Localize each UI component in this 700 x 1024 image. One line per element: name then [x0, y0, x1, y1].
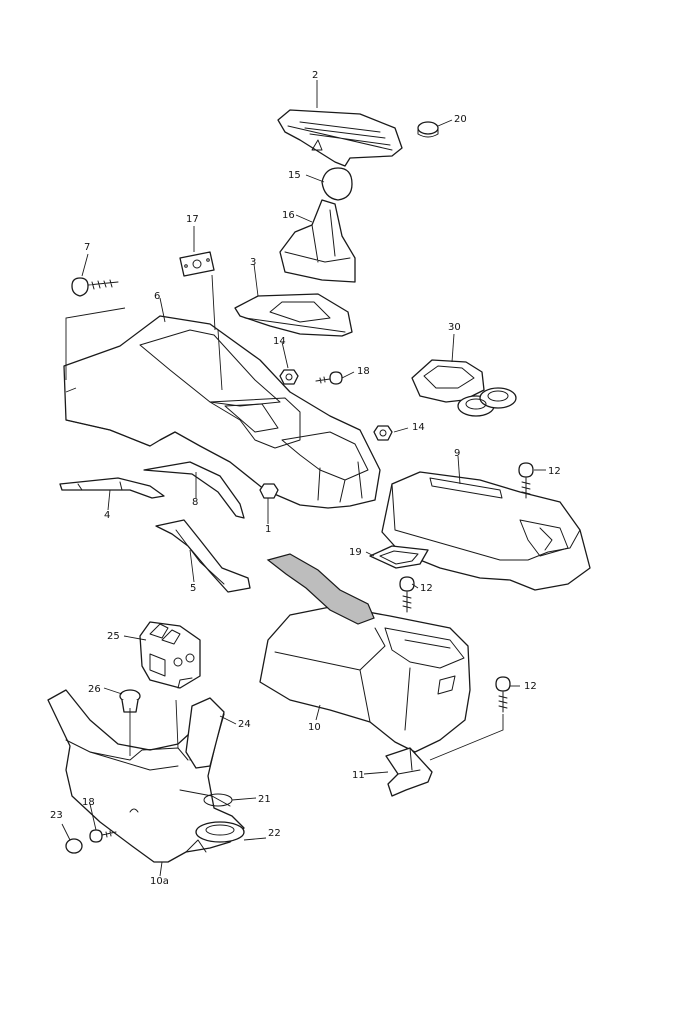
part-3-center-trim	[234, 293, 353, 337]
part-1-nut	[259, 483, 279, 499]
callout-18b: 18	[82, 797, 95, 808]
callout-12c: 12	[524, 681, 537, 692]
callout-5: 5	[190, 583, 196, 594]
part-5-bracket	[155, 519, 251, 593]
callout-20: 20	[454, 114, 467, 125]
part-6-console-body	[63, 315, 381, 509]
callout-labels: 2 20 15 16 17 7 3 6 14 18 30 14 9 12 4 8…	[50, 70, 561, 887]
part-7-screw	[71, 277, 119, 297]
part-16-shift-boot	[279, 199, 356, 283]
callout-2: 2	[312, 70, 318, 81]
callout-30: 30	[448, 322, 461, 333]
part-11-bracket	[385, 747, 433, 797]
callout-21: 21	[258, 794, 271, 805]
part-26-plug	[119, 689, 141, 713]
leader-lines	[61, 80, 546, 877]
part-25-switch-block	[139, 621, 201, 689]
callout-17: 17	[186, 214, 199, 225]
part-2-shift-trim-plate	[277, 109, 403, 167]
callout-7: 7	[84, 242, 90, 253]
part-19-gasket	[369, 545, 429, 569]
callout-8: 8	[192, 497, 198, 508]
callout-3: 3	[250, 257, 256, 268]
callout-9: 9	[454, 448, 460, 459]
part-18-screw-upper	[315, 371, 343, 385]
callout-19: 19	[349, 547, 362, 558]
callout-24: 24	[238, 719, 251, 730]
callout-14b: 14	[412, 422, 425, 433]
callout-1: 1	[265, 524, 271, 535]
callout-4: 4	[104, 510, 110, 521]
part-20-cap	[417, 121, 439, 138]
part-30-cup-holder	[411, 359, 517, 417]
callout-26: 26	[88, 684, 101, 695]
callout-25: 25	[107, 631, 120, 642]
callout-11: 11	[352, 770, 365, 781]
part-12-screw-a	[518, 462, 534, 499]
part-8-trim-strip	[143, 461, 245, 519]
callout-14a: 14	[273, 336, 286, 347]
callout-12b: 12	[420, 583, 433, 594]
callout-16: 16	[282, 210, 295, 221]
callout-6: 6	[154, 291, 160, 302]
callout-15: 15	[288, 170, 301, 181]
part-15-shift-knob	[321, 167, 353, 201]
callout-22: 22	[268, 828, 281, 839]
callout-18a: 18	[357, 366, 370, 377]
part-14-nut-upper	[279, 369, 299, 385]
part-23-cap	[65, 838, 83, 854]
part-12-screw-b	[399, 576, 415, 613]
part-17-gasket	[179, 251, 215, 277]
part-9-rear-console	[381, 471, 591, 591]
callout-10: 10	[308, 722, 321, 733]
part-12-screw-c	[495, 676, 511, 713]
part-10-center-console	[259, 553, 471, 753]
callout-12a: 12	[548, 466, 561, 477]
part-24-lid	[185, 697, 225, 769]
callout-10a: 10a	[150, 876, 169, 887]
part-14-nut-right	[373, 425, 393, 441]
part-4-bracket	[59, 477, 165, 499]
callout-23: 23	[50, 810, 63, 821]
part-18-screw-lower	[89, 829, 117, 843]
